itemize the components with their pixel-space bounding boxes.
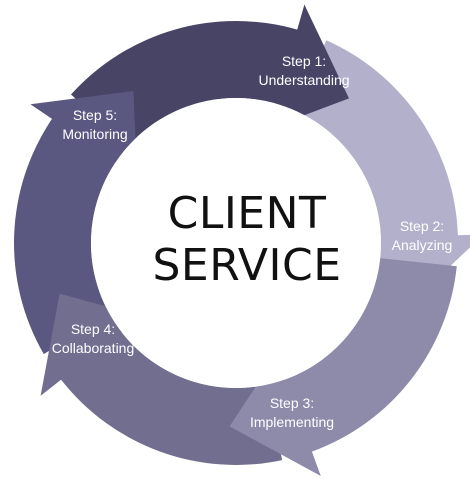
step-1-label: Step 1: Understanding (229, 52, 379, 90)
step-1-number: Step 1: (281, 53, 327, 69)
step-4-label: Step 4: Collaborating (18, 320, 168, 358)
step-3-name: Implementing (249, 414, 335, 430)
step-4-number: Step 4: (70, 321, 116, 337)
step-4-name: Collaborating (51, 340, 135, 356)
step-5-label: Step 5: Monitoring (20, 106, 170, 144)
step-3-arrow-segment (40, 293, 283, 465)
step-2-arrow-segment (229, 258, 457, 476)
step-2-number: Step 2: (399, 218, 445, 234)
step-5-number: Step 5: (72, 107, 118, 123)
center-title-line-1: CLIENT (167, 188, 327, 239)
center-title: CLIENT SERVICE (153, 188, 342, 292)
step-3-label: Step 3: Implementing (217, 394, 367, 432)
step-2-name: Analyzing (391, 237, 453, 253)
step-5-name: Monitoring (62, 126, 128, 142)
center-circle (91, 98, 381, 388)
step-1-arrow-segment (295, 40, 470, 306)
step-4-arrow-segment (14, 90, 138, 355)
step-2-label: Step 2: Analyzing (347, 217, 470, 255)
step-3-number: Step 3: (269, 395, 315, 411)
step-1-name: Understanding (258, 72, 350, 88)
center-title-line-2: SERVICE (152, 240, 342, 291)
